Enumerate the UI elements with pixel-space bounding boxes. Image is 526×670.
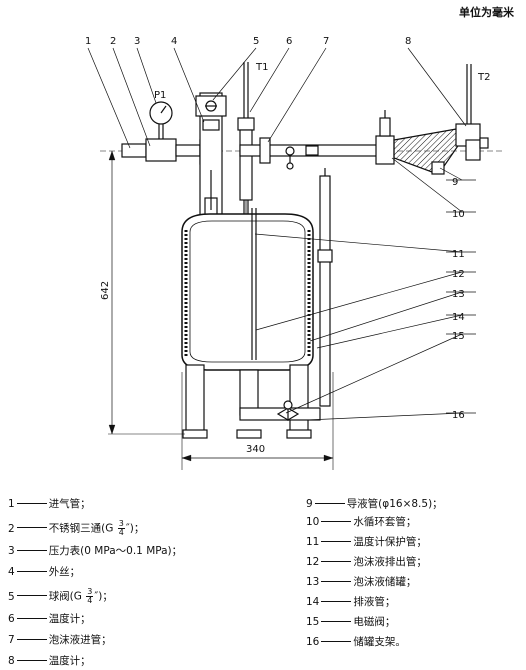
callout-1: 1 xyxy=(85,36,91,47)
tank-support-left xyxy=(185,364,205,436)
callout-4: 4 xyxy=(171,36,177,47)
inlet-pipe xyxy=(121,143,147,158)
callout-7: 7 xyxy=(323,36,329,47)
unit-note: 单位为毫米 xyxy=(459,6,514,19)
apparatus-diagram: 1 2 3 4 5 6 7 8 9 10 11 12 13 14 15 16 P… xyxy=(85,36,505,470)
callout-10: 10 xyxy=(452,209,465,220)
foam-inlet-tube xyxy=(319,175,331,407)
tank-support-right xyxy=(289,364,309,436)
label-p1: P1 xyxy=(154,90,166,101)
callout-13: 13 xyxy=(452,289,465,300)
label-t2: T2 xyxy=(477,72,490,83)
callout-11: 11 xyxy=(452,249,465,260)
leader-lines xyxy=(87,47,476,421)
callout-14: 14 xyxy=(452,312,465,323)
callout-8: 8 xyxy=(405,36,411,47)
callout-3: 3 xyxy=(134,36,140,47)
callout-5: 5 xyxy=(253,36,259,47)
stainless-tee xyxy=(145,138,177,162)
circulation-jacket xyxy=(375,135,395,165)
callout-16: 16 xyxy=(452,410,465,421)
liquid-guide-pipe xyxy=(393,127,463,173)
dimension-width: 340 xyxy=(246,444,265,455)
dimension-height: 642 xyxy=(100,281,111,300)
callout-2: 2 xyxy=(110,36,116,47)
label-t1: T1 xyxy=(255,62,268,73)
solenoid-valve xyxy=(283,400,293,410)
callout-9: 9 xyxy=(452,177,458,188)
callout-6: 6 xyxy=(286,36,292,47)
callout-12: 12 xyxy=(452,269,465,280)
callout-15: 15 xyxy=(452,331,465,342)
